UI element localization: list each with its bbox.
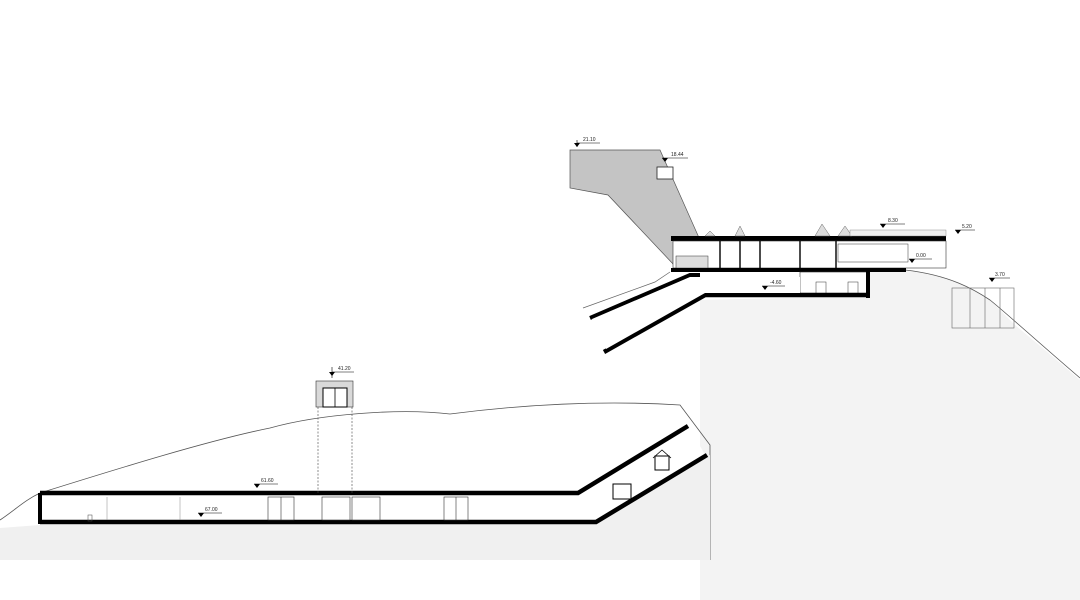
incline-window-2	[654, 455, 670, 471]
upper-tunnel-top-slab	[589, 273, 700, 320]
level-label: -4.60	[770, 280, 782, 286]
upper-terrain-fill	[700, 270, 1080, 600]
tower-window	[656, 166, 674, 180]
upper-tunnel-bottom-slab	[602, 292, 870, 354]
level-label: 61.60	[261, 478, 274, 484]
basement-door-2	[847, 281, 859, 295]
roof-slab	[671, 236, 946, 241]
incline-window-1	[612, 483, 632, 500]
level-marker-3-70: 3.70	[989, 272, 1010, 282]
hill-side-structure	[951, 287, 1015, 329]
roof-planting	[704, 223, 853, 237]
level-label: 18.44	[671, 152, 684, 158]
level-marker-21-10: 21.10	[574, 137, 600, 147]
upper-terrain-line	[904, 269, 1080, 379]
level-marker-minus-4-60: -4.60	[762, 280, 785, 290]
lower-shaft-lines	[317, 407, 353, 493]
roof-parapet	[849, 229, 947, 237]
upper-terrain-left-line	[582, 271, 671, 309]
basement-wall	[866, 270, 870, 298]
main-floor-slab	[671, 268, 906, 272]
level-label: 21.10	[583, 137, 596, 143]
main-floor-opening	[837, 243, 909, 263]
level-marker-0-00: 0.00	[909, 253, 932, 263]
lower-corridor-interior	[40, 428, 705, 522]
basement-door-1	[815, 281, 827, 295]
level-marker-18-44: 18.44	[662, 152, 688, 162]
level-label: 3.70	[995, 272, 1005, 278]
upper-building-section: 21.10 18.44 8.30 5.20 0.00 -4.60	[569, 137, 1080, 600]
lower-floor-slab	[40, 453, 709, 525]
level-label: 0.00	[916, 253, 926, 259]
level-marker-61-60: 61.60	[254, 478, 278, 488]
lower-ground-fill	[0, 455, 710, 560]
lower-roof-slab	[40, 424, 690, 496]
stair-element	[675, 255, 709, 269]
incline-window-2-hood	[652, 449, 672, 459]
level-label: 41.20	[338, 366, 351, 372]
upper-tunnel-interior	[592, 277, 800, 349]
level-marker-41-20: 41.20	[329, 366, 354, 378]
level-marker-8-30: 8.30	[880, 218, 905, 228]
level-label: 8.30	[888, 218, 898, 224]
lower-end-wall	[38, 493, 42, 524]
level-marker-67-00: 67.00	[198, 507, 222, 517]
lower-corridor-features	[87, 496, 469, 522]
main-floor-columns	[719, 241, 837, 268]
level-label: 5.20	[962, 224, 972, 230]
lower-building-section: 41.20 61.60 67.00	[0, 366, 711, 560]
level-marker-5-20: 5.20	[955, 224, 975, 234]
level-label: 67.00	[205, 507, 218, 513]
